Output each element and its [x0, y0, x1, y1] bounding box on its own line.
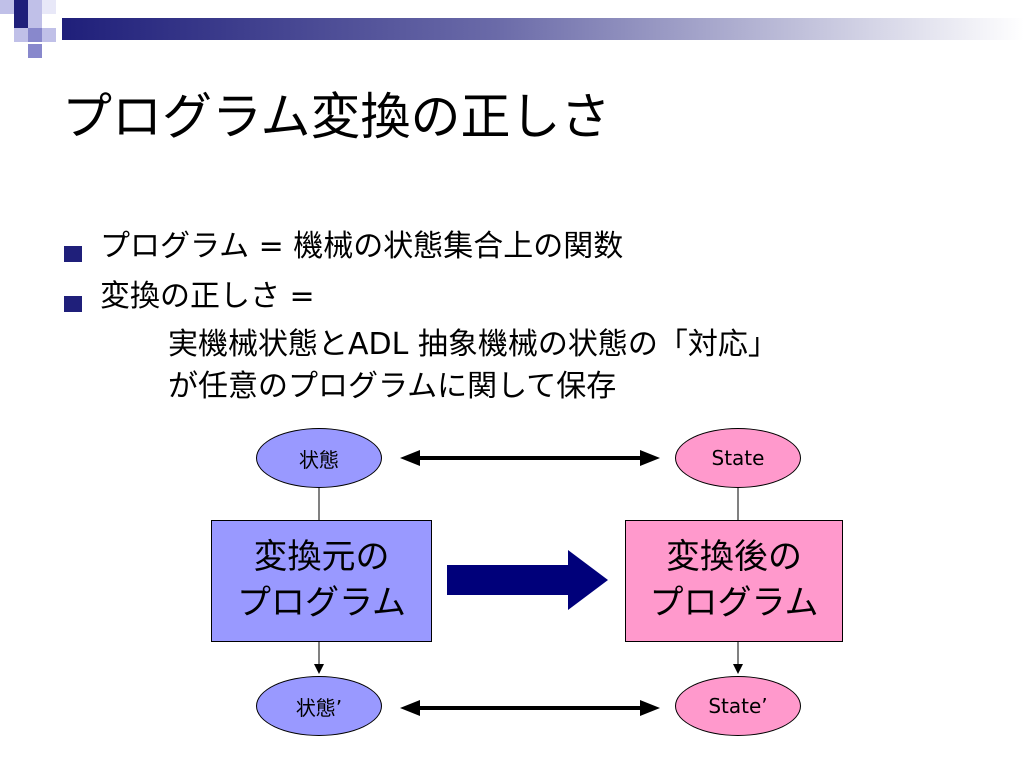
source-state-ellipse: 状態 — [256, 428, 382, 488]
bullet-marker — [64, 246, 82, 262]
bullet-text: 変換の正しさ = — [100, 279, 315, 314]
title-gradient-bar — [62, 18, 1024, 40]
transform-arrow — [447, 550, 608, 610]
box-line: 変換元の — [253, 537, 390, 578]
correspondence-arrow-bottom — [400, 700, 660, 716]
box-line: 変換後の — [666, 537, 802, 578]
page-title: プログラム変換の正しさ — [62, 88, 611, 146]
bullet-continuation: が任意のプログラムに関して保存 — [168, 369, 617, 404]
target-state-ellipse: State — [675, 428, 801, 488]
source-program-box: 変換元の プログラム — [211, 520, 432, 642]
source-state-prime-ellipse: 状態’ — [256, 676, 382, 736]
box-line: プログラム — [649, 583, 819, 623]
corner-decoration — [0, 0, 1024, 70]
bullet-text: プログラム = 機械の状態集合上の関数 — [100, 229, 624, 264]
target-state-prime-ellipse: State’ — [675, 676, 801, 736]
target-program-box: 変換後の プログラム — [625, 520, 843, 642]
bullet-marker — [64, 296, 82, 312]
box-line: プログラム — [237, 583, 406, 623]
correspondence-arrow-top — [400, 450, 660, 466]
bullet-continuation: 実機械状態とADL 抽象機械の状態の「対応」 — [168, 327, 778, 362]
